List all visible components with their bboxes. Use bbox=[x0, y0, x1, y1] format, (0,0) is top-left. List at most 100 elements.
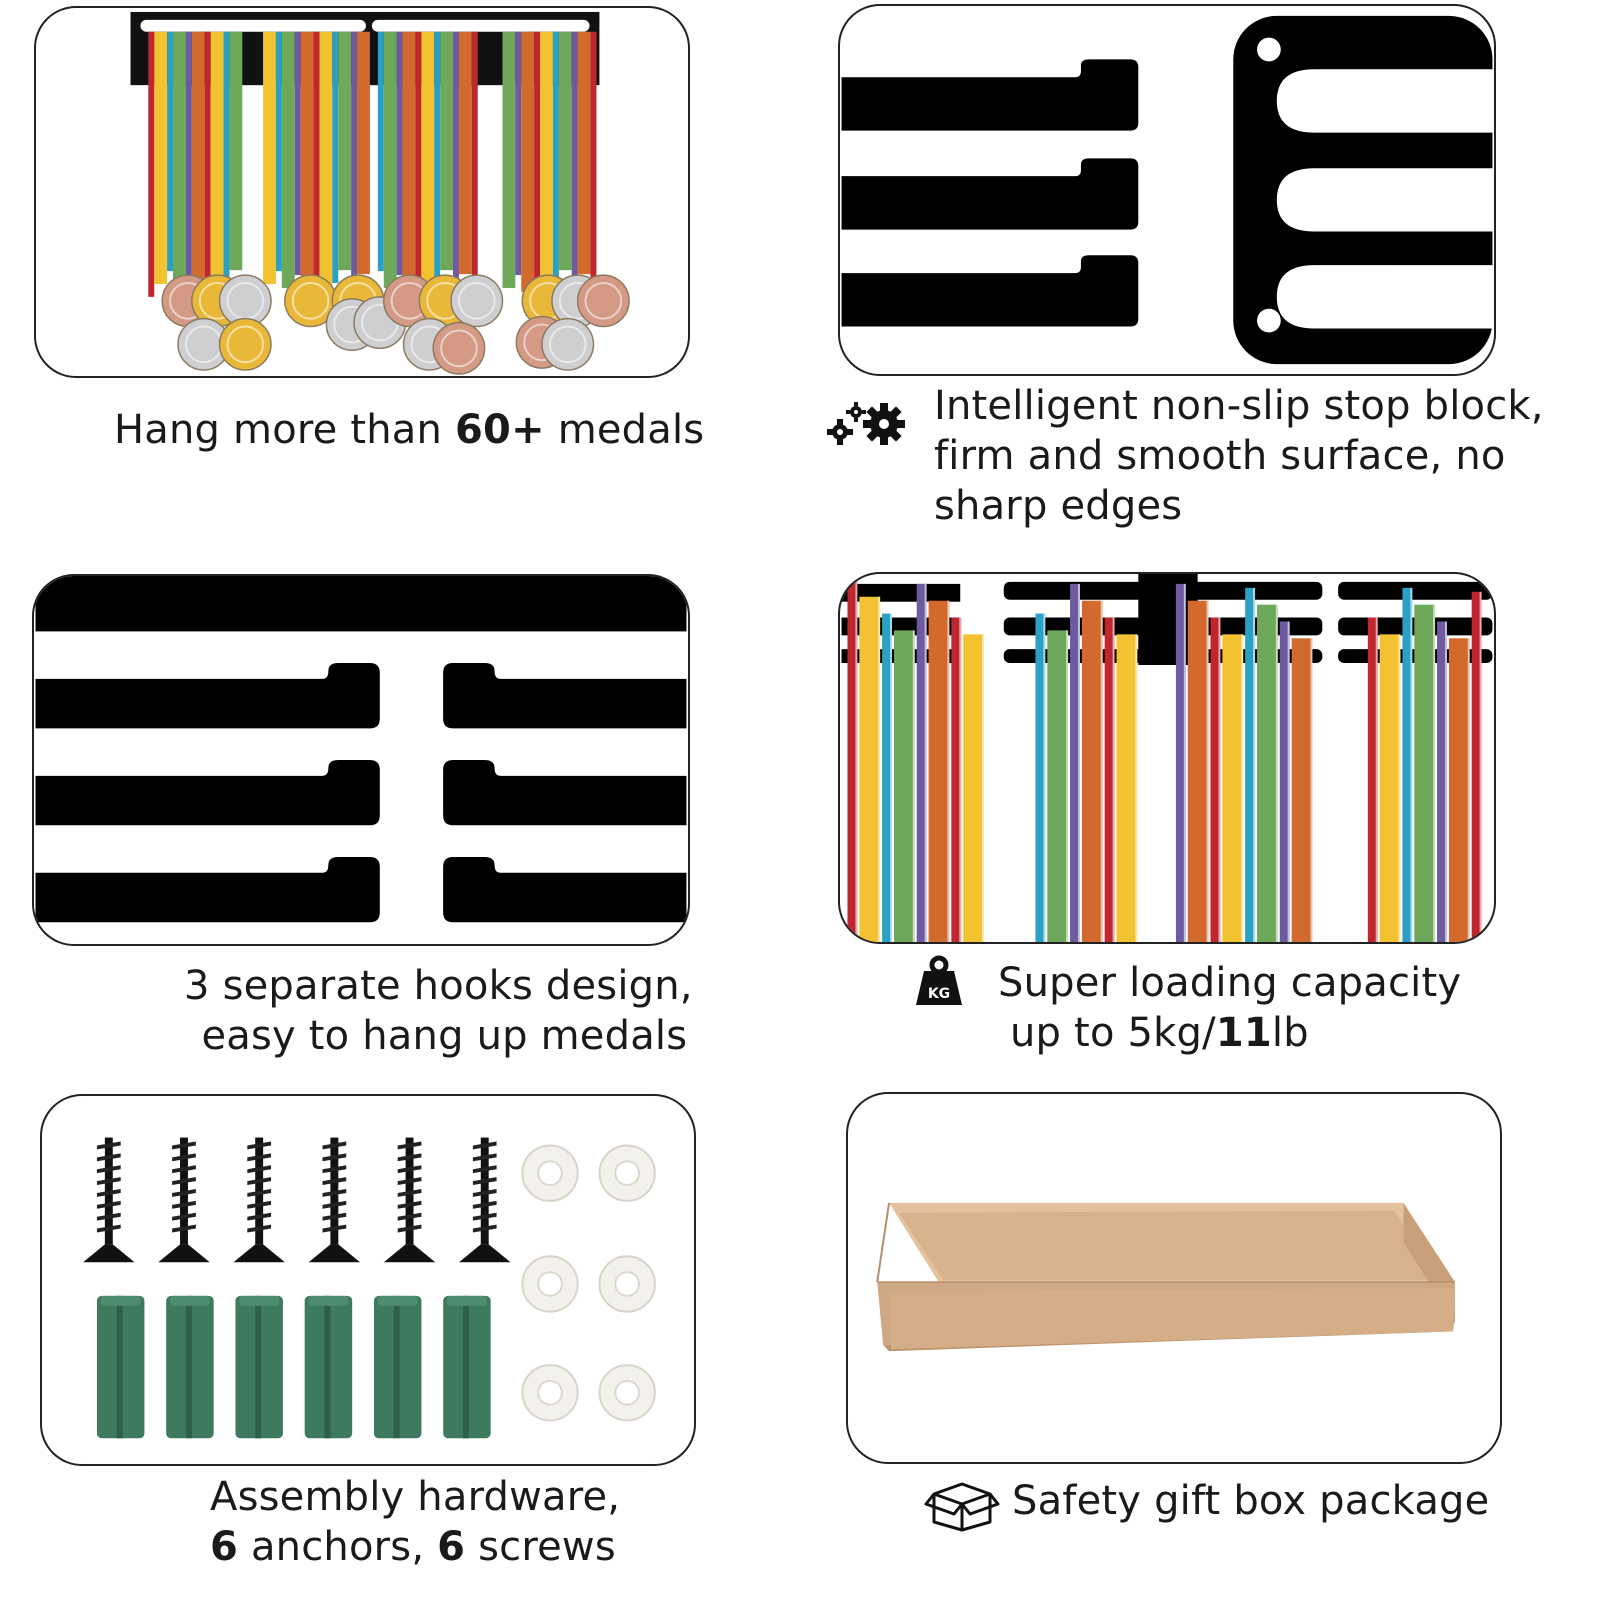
screw-thread bbox=[172, 1212, 196, 1221]
screw-thread bbox=[247, 1177, 272, 1186]
panel-medals-photo bbox=[34, 6, 690, 378]
screw-thread bbox=[472, 1212, 497, 1221]
ribbon bbox=[882, 613, 892, 942]
ribbon bbox=[229, 31, 243, 271]
ribbon bbox=[1047, 630, 1069, 942]
ribbon bbox=[1291, 638, 1313, 942]
screw-thread bbox=[397, 1212, 422, 1221]
screw-thread bbox=[247, 1141, 272, 1150]
medals-group bbox=[161, 274, 630, 375]
screw-thread bbox=[96, 1177, 121, 1186]
box-icon bbox=[924, 1482, 1000, 1532]
caption-capacity-unit: lb bbox=[1271, 1010, 1309, 1056]
washers-group bbox=[521, 1144, 656, 1422]
caption-stop-block-line1: Intelligent non-slip stop block, bbox=[934, 383, 1544, 429]
screw-head bbox=[459, 1244, 511, 1263]
screw-thread bbox=[472, 1188, 497, 1197]
ribbon bbox=[540, 31, 553, 296]
ribbon-edge bbox=[1310, 638, 1313, 942]
screw-thread bbox=[397, 1165, 422, 1174]
screw-thread bbox=[172, 1177, 196, 1186]
medal-rack-illustration bbox=[130, 11, 630, 375]
caption-stop-block: Intelligent non-slip stop block, firm an… bbox=[934, 381, 1544, 531]
ribbon-edge bbox=[1287, 621, 1290, 942]
ribbon-edge bbox=[959, 617, 962, 942]
panel-loading-closeup bbox=[838, 572, 1496, 944]
screw-thread bbox=[247, 1212, 272, 1221]
ribbon bbox=[1437, 621, 1447, 942]
medal-rim bbox=[457, 282, 496, 320]
ribbon bbox=[294, 31, 301, 276]
ribbon bbox=[847, 579, 858, 942]
ribbon bbox=[1035, 613, 1046, 942]
ribbon bbox=[167, 31, 174, 272]
screw-thread bbox=[472, 1200, 497, 1209]
anchor-groove bbox=[462, 1295, 469, 1439]
screw-thread bbox=[172, 1165, 196, 1174]
anchor-groove bbox=[324, 1295, 331, 1439]
gift-box-illustration bbox=[876, 1202, 1455, 1352]
hook-slot bbox=[1276, 265, 1493, 329]
ribbon bbox=[1116, 634, 1138, 942]
screw-thread bbox=[322, 1224, 347, 1233]
box-front bbox=[889, 1287, 1455, 1350]
ribbon bbox=[558, 31, 572, 271]
screw-thread bbox=[247, 1224, 272, 1233]
ribbon bbox=[402, 31, 416, 292]
ribbon bbox=[963, 634, 984, 942]
screws-group bbox=[83, 1137, 511, 1263]
ribbon bbox=[275, 31, 282, 272]
ribbon bbox=[552, 31, 559, 284]
ribbon bbox=[859, 596, 881, 942]
screw-thread bbox=[322, 1200, 347, 1209]
ribbon bbox=[396, 31, 403, 276]
ribbon bbox=[928, 600, 950, 942]
ribbon-edge bbox=[1275, 604, 1278, 942]
ribbon bbox=[1379, 634, 1401, 942]
ribbon-edge bbox=[982, 634, 984, 942]
panel-box-photo bbox=[846, 1092, 1502, 1464]
screw-head bbox=[83, 1244, 135, 1263]
hook-arm bbox=[841, 255, 1139, 327]
hook-right bbox=[443, 856, 687, 923]
ribbon bbox=[148, 31, 155, 297]
ribbon-edge bbox=[1241, 634, 1244, 942]
ribbon bbox=[185, 31, 192, 276]
ribbon bbox=[1471, 591, 1482, 942]
ribbon bbox=[458, 31, 472, 275]
anchor-rim bbox=[100, 1295, 141, 1306]
ribbons-group bbox=[148, 31, 597, 297]
screw-shaft bbox=[405, 1137, 414, 1245]
ribbon-edge bbox=[1206, 600, 1209, 942]
screw-thread bbox=[322, 1153, 347, 1162]
screw-thread bbox=[247, 1200, 272, 1209]
washer-hole bbox=[537, 1271, 563, 1297]
ribbon bbox=[534, 31, 541, 280]
ribbon-edge bbox=[1253, 587, 1256, 942]
screw-thread bbox=[397, 1141, 422, 1150]
screw-thread bbox=[96, 1212, 121, 1221]
medal-rim bbox=[584, 282, 623, 320]
ribbon bbox=[210, 31, 224, 296]
screw-head bbox=[383, 1244, 436, 1263]
anchor-rim bbox=[308, 1295, 349, 1306]
ribbon-edge bbox=[1135, 634, 1138, 942]
screw-thread bbox=[322, 1165, 347, 1174]
ribbon-edge bbox=[1410, 587, 1413, 942]
hooks-illustration bbox=[35, 576, 687, 923]
screw-thread bbox=[96, 1153, 121, 1162]
hook-left bbox=[35, 856, 380, 923]
caption-capacity-prefix: up to 5kg/ bbox=[1010, 1010, 1216, 1056]
ribbon bbox=[1081, 600, 1103, 942]
ribbon bbox=[1104, 617, 1115, 942]
caption-capacity-line2: up to 5kg/11lb bbox=[998, 1008, 1461, 1058]
hook-right bbox=[443, 760, 687, 826]
ribbon bbox=[415, 31, 422, 280]
ribbon-edge bbox=[1112, 617, 1115, 942]
panel-hooks-closeup bbox=[32, 574, 690, 946]
caption-hardware-line1: Assembly hardware, bbox=[210, 1474, 621, 1520]
ribbon bbox=[377, 31, 384, 272]
screw-thread bbox=[397, 1200, 422, 1209]
screw-thread bbox=[322, 1188, 347, 1197]
ribbon bbox=[357, 31, 370, 275]
